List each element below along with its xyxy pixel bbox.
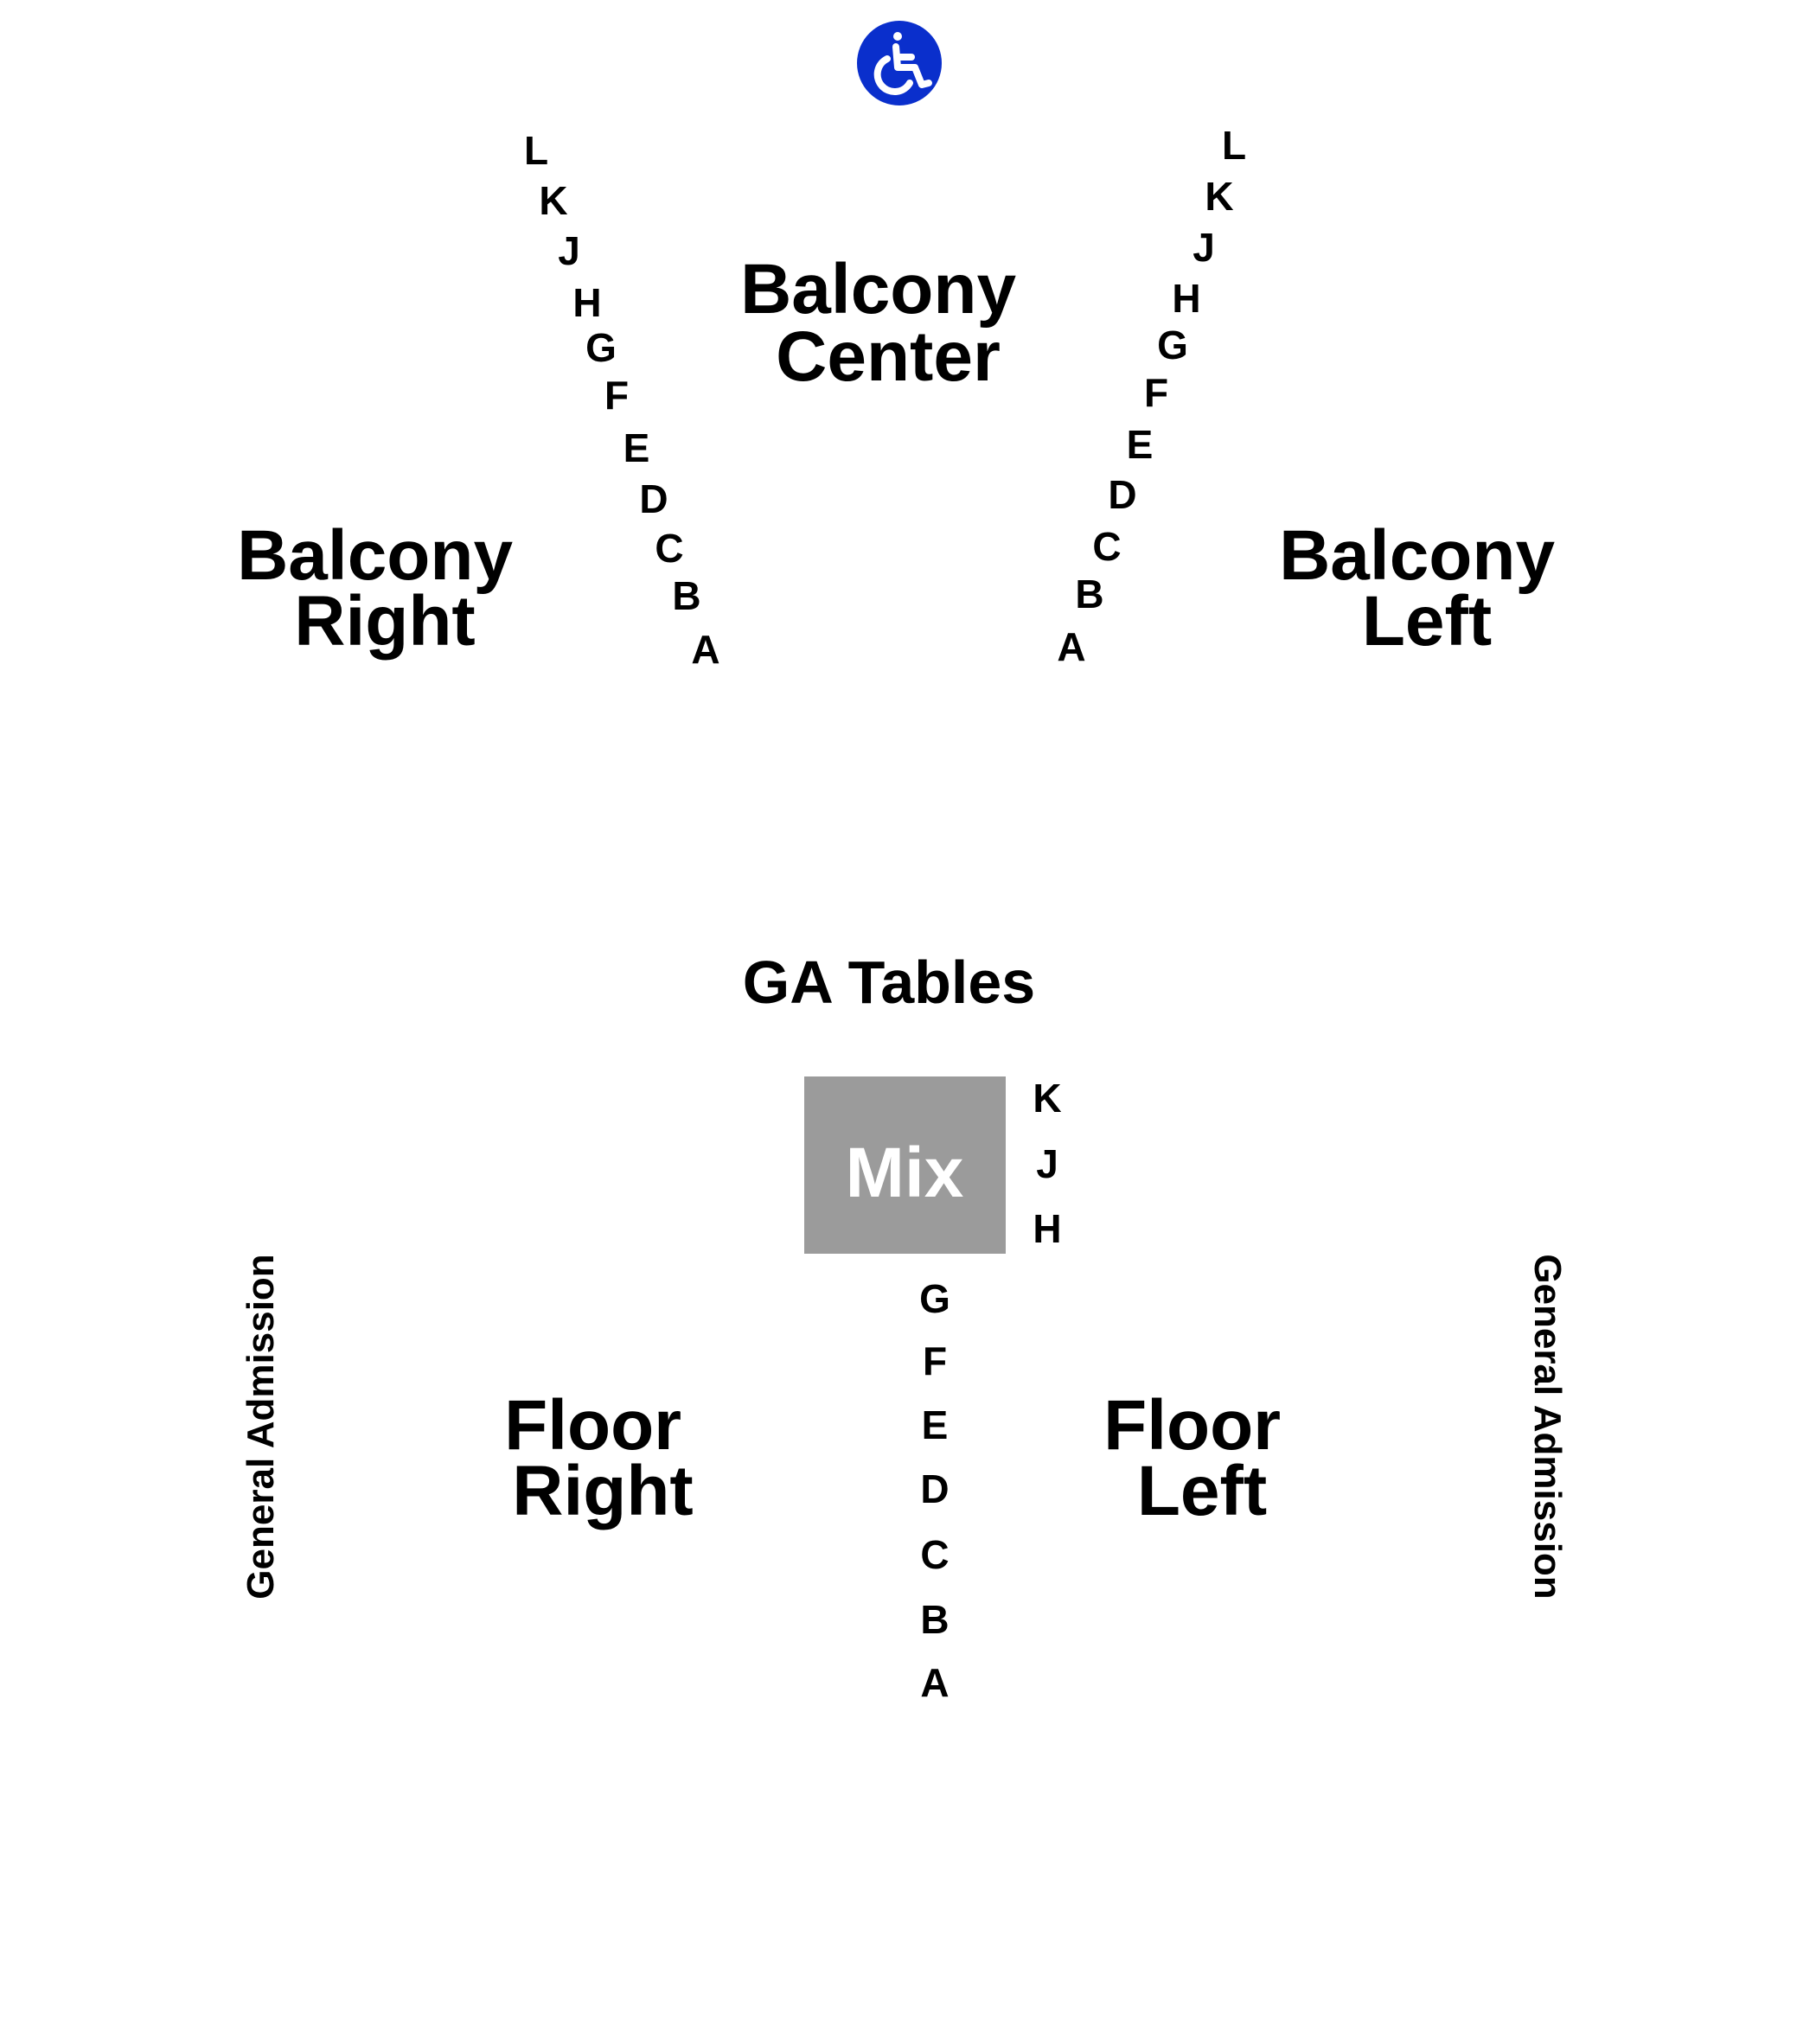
balcony-left-row-j[interactable]: J xyxy=(1193,225,1215,270)
floor-upper-row-k[interactable]: K xyxy=(1033,1076,1061,1121)
floor-left-line-2: Left xyxy=(1137,1452,1267,1530)
general-admission-left-label[interactable]: General Admission xyxy=(240,1254,282,1599)
floor-left-label[interactable]: Floor Left xyxy=(1103,1386,1301,1530)
floor-center-row-c[interactable]: C xyxy=(920,1532,949,1577)
balcony-left-label[interactable]: Balcony Left xyxy=(1279,516,1575,661)
floor-center-row-d[interactable]: D xyxy=(920,1466,949,1511)
floor-center-row-e[interactable]: E xyxy=(922,1402,949,1447)
floor-center-row-f[interactable]: F xyxy=(923,1338,947,1383)
balcony-center-label[interactable]: Balcony Center xyxy=(740,250,1036,396)
mix-box xyxy=(804,1076,1006,1254)
balcony-right-row-b[interactable]: B xyxy=(672,573,700,618)
balcony-left-row-h[interactable]: H xyxy=(1172,276,1200,321)
floor-upper-row-h[interactable]: H xyxy=(1033,1206,1061,1251)
balcony-left-row-b[interactable]: B xyxy=(1075,572,1103,616)
balcony-right-row-c[interactable]: C xyxy=(655,526,683,571)
balcony-right-row-h[interactable]: H xyxy=(572,280,601,325)
balcony-right-line-2: Right xyxy=(294,582,475,661)
balcony-left-line-2: Left xyxy=(1362,582,1492,661)
ga-tables-label[interactable]: GA Tables xyxy=(743,949,1035,1016)
balcony-left-row-e[interactable]: E xyxy=(1127,422,1154,467)
wheelchair-icon xyxy=(873,32,932,96)
balcony-right-row-k[interactable]: K xyxy=(539,178,567,223)
mix-label: Mix xyxy=(846,1134,964,1212)
balcony-right-row-g[interactable]: G xyxy=(585,325,617,370)
balcony-left-row-k[interactable]: K xyxy=(1205,174,1233,219)
balcony-center-line-1: Balcony xyxy=(740,250,1016,329)
balcony-right-row-l[interactable]: L xyxy=(524,128,548,173)
balcony-left-row-c[interactable]: C xyxy=(1092,524,1121,569)
balcony-center-line-2: Center xyxy=(776,317,1001,396)
balcony-right-label[interactable]: Balcony Right xyxy=(237,516,533,661)
floor-center-row-g[interactable]: G xyxy=(919,1276,950,1321)
mix-booth: Mix xyxy=(804,1076,1006,1254)
accessible-seating-badge[interactable] xyxy=(857,21,942,105)
balcony-right-row-e[interactable]: E xyxy=(623,425,650,470)
floor-right-line-1: Floor xyxy=(504,1386,681,1465)
balcony-left-row-l[interactable]: L xyxy=(1222,123,1246,168)
balcony-left-line-1: Balcony xyxy=(1279,516,1555,595)
balcony-left-row-a[interactable]: A xyxy=(1057,624,1085,669)
floor-center-row-b[interactable]: B xyxy=(920,1597,949,1642)
balcony-right-row-j[interactable]: J xyxy=(558,228,580,273)
balcony-left-row-f[interactable]: F xyxy=(1144,370,1168,415)
floor-upper-row-j[interactable]: J xyxy=(1036,1141,1058,1186)
balcony-left-row-d[interactable]: D xyxy=(1108,472,1136,517)
floor-left-line-1: Floor xyxy=(1103,1386,1281,1465)
balcony-right-line-1: Balcony xyxy=(237,516,513,595)
floor-right-label[interactable]: Floor Right xyxy=(504,1386,701,1530)
floor-right-line-2: Right xyxy=(512,1452,693,1530)
balcony-left-row-g[interactable]: G xyxy=(1157,323,1188,367)
floor-upper-rows: KJH xyxy=(1033,1076,1061,1251)
balcony-right-row-a[interactable]: A xyxy=(691,627,719,672)
floor-center-row-a[interactable]: A xyxy=(920,1660,949,1705)
general-admission-right-label[interactable]: General Admission xyxy=(1526,1254,1569,1599)
balcony-right-row-d[interactable]: D xyxy=(639,476,668,521)
balcony-right-row-f[interactable]: F xyxy=(604,373,629,418)
